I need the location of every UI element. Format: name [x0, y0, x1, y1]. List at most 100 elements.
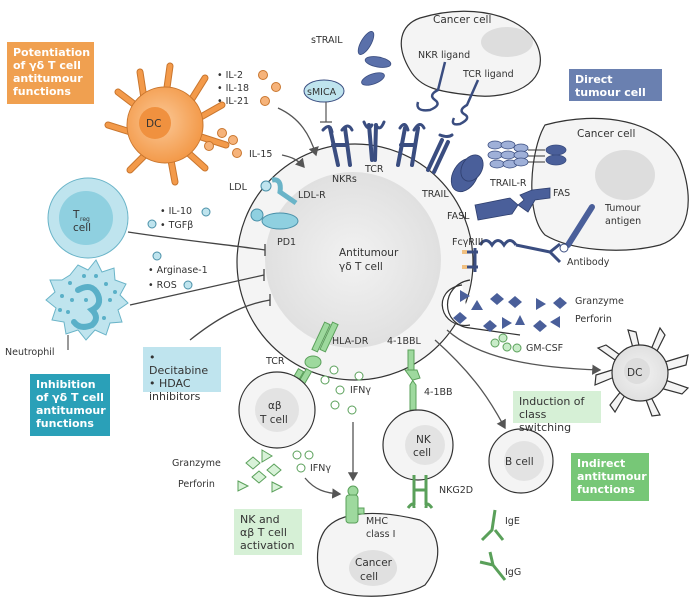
ldl-label: LDL — [229, 182, 248, 193]
pd1-receptor — [250, 208, 299, 230]
granules-left — [237, 449, 284, 493]
cancer-cell-right-label: Cancer cell — [577, 128, 635, 140]
dc-right-label: DC — [627, 367, 642, 379]
gd-t-cell-label-2: γδ T cell — [339, 261, 383, 273]
treg-label-sub: reg — [80, 216, 90, 223]
dendritic-cell-left: DC — [104, 62, 230, 186]
arginase-label: • Arginase-1 — [148, 265, 208, 276]
mhc-label-2: class I — [366, 529, 395, 540]
mhc-class-i — [345, 485, 365, 524]
ab-t-cell-label-2: T cell — [259, 414, 288, 426]
arrow-il15 — [281, 154, 305, 168]
ab-t-cell: αβ T cell — [238, 371, 316, 449]
inhibition-box: Inhibition of γδ T cell antitumour funct… — [30, 374, 110, 436]
nk-cell-label-1: NK — [416, 434, 432, 446]
trail-label: TRAIL — [421, 189, 449, 200]
ab-t-cell-label-1: αβ — [268, 400, 282, 412]
treg-label-t: T — [72, 209, 80, 221]
igg-label: IgG — [505, 567, 521, 578]
arrow-to-b-cell — [434, 339, 506, 430]
smica-molecule — [303, 79, 345, 103]
tcr-receptor-2 — [426, 133, 454, 174]
arrow-dc-cytokines — [277, 107, 319, 157]
direct-killing-box: Direct tumour cell killing — [569, 69, 662, 112]
il18-label: • IL-18 — [217, 83, 249, 94]
il10-label: • IL-10 — [160, 206, 192, 217]
nk-cell-label-2: cell — [413, 447, 431, 459]
potentiation-box: Potentiation of γδ T cell antitumour fun… — [7, 42, 94, 104]
arrow-ifng-mhc — [304, 477, 342, 499]
4-1bb-receptor — [404, 349, 421, 411]
perforin-right-label: Perforin — [575, 314, 612, 325]
fas-receptor — [517, 187, 551, 213]
tumour-antigen — [565, 204, 595, 248]
igg-antibody — [479, 551, 507, 581]
trail-r-receptor — [487, 140, 567, 169]
decitabine-inhibition — [189, 294, 271, 341]
treg-cytokine-dots — [147, 207, 211, 229]
b-cell-label: B cell — [505, 456, 534, 468]
il2-label: • IL-2 — [217, 70, 243, 81]
ige-label: IgE — [505, 516, 520, 527]
ldl-r-receptor — [271, 177, 298, 206]
cancer-cell-top-label: Cancer cell — [433, 14, 491, 26]
gd-t-cell-label-1: Antitumour — [339, 247, 399, 259]
arrow-to-dc — [446, 329, 602, 375]
4-1bb-label: 4-1BB — [424, 387, 453, 398]
neutrophil-dots — [152, 251, 193, 290]
fasl-label: FASL — [447, 211, 470, 222]
pd1-label: PD1 — [277, 237, 296, 248]
mhc-label-1: MHC — [366, 516, 388, 527]
antibody-label: Antibody — [567, 257, 610, 268]
class-switching-box: Induction of class switching — [513, 391, 601, 434]
perforin-left-label: Perforin — [178, 479, 215, 490]
nkg2d-receptor — [406, 475, 434, 509]
nk-cell: NK cell — [382, 409, 454, 481]
tcr-ligand — [451, 79, 480, 126]
neutrophil — [45, 259, 129, 350]
ldl-r-label: LDL-R — [298, 190, 326, 201]
nkr-receptor-2 — [396, 123, 426, 167]
tcr-receptor — [362, 120, 386, 162]
ifng-dots — [292, 365, 364, 473]
smica-inhibition — [320, 102, 332, 123]
nk-activation-box: NK and αβ T cell activation — [234, 509, 302, 555]
indirect-box: Indirect antitumour functions — [571, 453, 649, 501]
dendritic-cell-right: DC — [594, 326, 690, 417]
tcr-ab-label: TCR — [265, 356, 285, 367]
trail-molecule — [450, 154, 484, 193]
treg-cell: T reg cell — [47, 177, 129, 259]
nkg2d-label: NKG2D — [439, 485, 473, 496]
tcr-ligand-label: TCR ligand — [462, 69, 514, 80]
granzyme-right-label: Granzyme — [575, 296, 624, 307]
nkrs-label: NKRs — [332, 174, 357, 185]
granzyme-left-label: Granzyme — [172, 458, 221, 469]
nkr-ligand-label: NKR ligand — [418, 50, 470, 61]
granule-pocket — [447, 279, 521, 336]
trail-r-label: TRAIL-R — [489, 178, 527, 189]
b-cell: B cell — [488, 428, 554, 494]
decitabine-box: • Decitabine • HDAC inhibitors — [143, 347, 221, 403]
tgfb-label: • TGFβ — [160, 220, 193, 231]
tcr-label: TCR — [364, 164, 384, 175]
fasl-molecule — [474, 197, 519, 221]
ros-label: • ROS — [148, 280, 177, 291]
dc-cytokines — [204, 70, 281, 158]
il21-label: • IL-21 — [217, 96, 249, 107]
4-1bbl-label: 4-1BBL — [387, 336, 422, 347]
ige-antibody — [480, 509, 505, 542]
fcgriii-receptor — [462, 239, 518, 272]
strail-label: sTRAIL — [311, 35, 343, 46]
cancer-cell-top: Cancer cell — [400, 10, 541, 97]
antibody — [515, 242, 562, 264]
dc-left-label: DC — [146, 118, 161, 130]
cancer-bottom-label-2: cell — [360, 571, 378, 583]
ifng-top-label: IFNγ — [350, 385, 371, 396]
smica-label: sMICA — [307, 87, 337, 98]
treg-label-cell: cell — [73, 222, 91, 234]
cancer-bottom-label-1: Cancer — [355, 557, 393, 569]
granules-right — [453, 290, 567, 332]
hla-dr-label: HLA-DR — [332, 336, 369, 347]
tumour-antigen-label-2: antigen — [605, 216, 641, 227]
